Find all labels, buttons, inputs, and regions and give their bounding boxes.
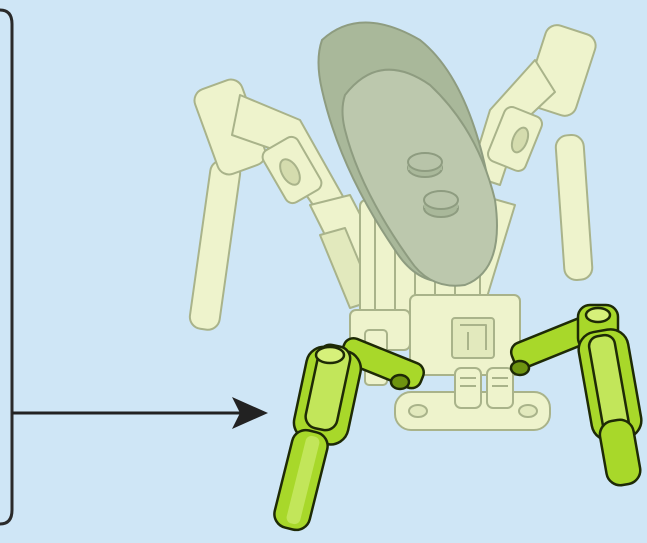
front-left-leg-highlight <box>271 335 426 533</box>
callout-frame-icon <box>0 10 12 524</box>
pointer-arrow-icon <box>12 397 268 429</box>
